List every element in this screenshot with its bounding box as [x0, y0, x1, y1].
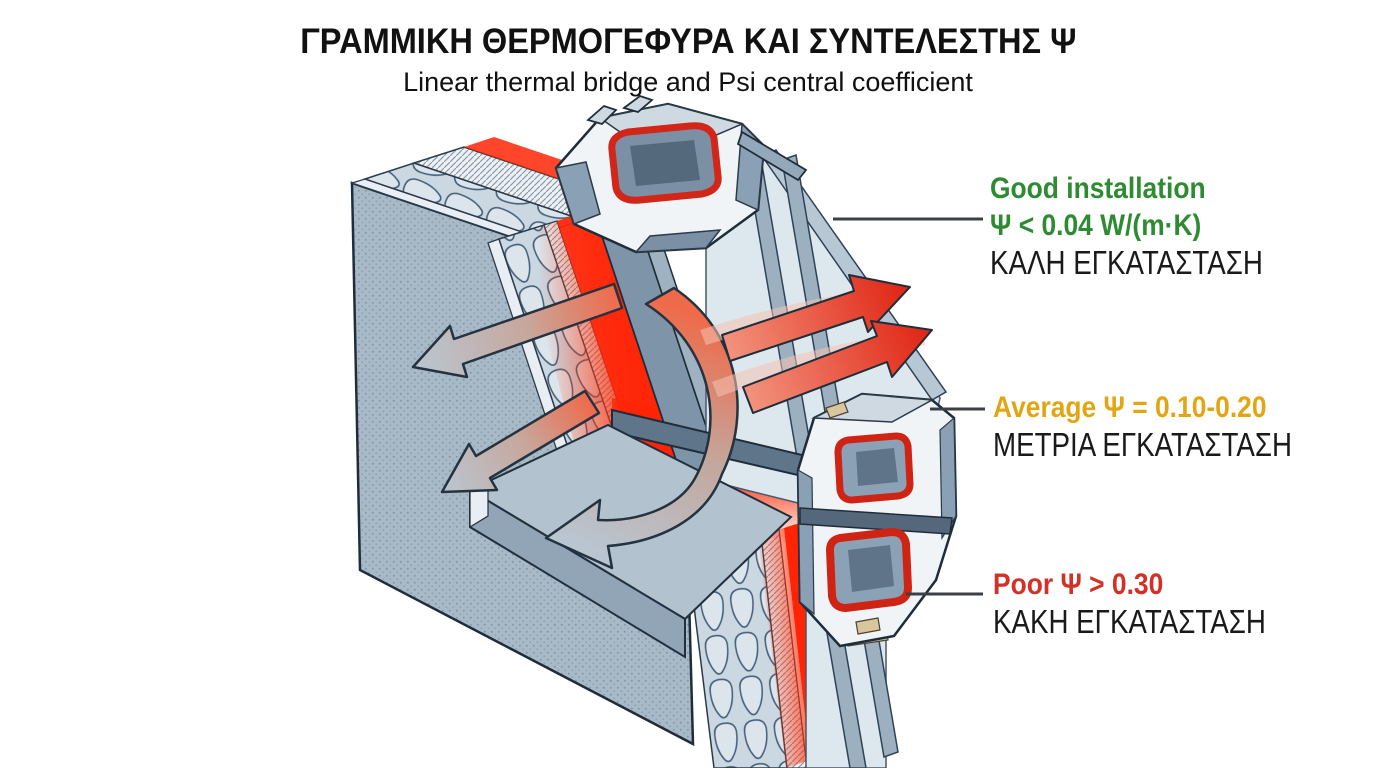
- poor-label-greek: ΚΑΚΗ ΕΓΚΑΤΑΣΤΑΣΗ: [993, 603, 1266, 640]
- page-subtitle: Linear thermal bridge and Psi central co…: [403, 67, 973, 97]
- window-head-profile: [554, 94, 808, 254]
- heat-loss-arrow-glazing-top-icon: [700, 274, 911, 362]
- good-label-title: Good installation: [990, 172, 1206, 205]
- heat-loss-arrow-glazing-bottom-icon: [712, 320, 933, 414]
- heat-flow-arrow-upper-icon: [411, 282, 624, 379]
- annotation-good: Good installation Ψ < 0.04 W/(m·K) ΚΑΛΗ …: [990, 170, 1315, 281]
- poor-psi-value: Poor Ψ > 0.30: [993, 568, 1164, 601]
- heat-flow-arrow-sill-icon: [440, 389, 601, 494]
- page-title: ΓΡΑΜΜΙΚΗ ΘΕΡΜΟΓΕΦΥΡΑ ΚΑΙ ΣΥΝΤΕΛΕΣΤΗΣ Ψ: [299, 22, 1077, 61]
- average-label-greek: ΜΕΤΡΙΑ ΕΓΚΑΤΑΣΤΑΣΗ: [993, 426, 1293, 463]
- average-psi-value: Average Ψ = 0.10-0.20: [993, 391, 1267, 424]
- window-sill-frame-profile: [796, 392, 958, 648]
- good-psi-value: Ψ < 0.04 W/(m·K): [990, 209, 1202, 242]
- annotation-average: Average Ψ = 0.10-0.20 ΜΕΤΡΙΑ ΕΓΚΑΤΑΣΤΑΣΗ: [993, 389, 1349, 463]
- header: ΓΡΑΜΜΙΚΗ ΘΕΡΜΟΓΕΦΥΡΑ ΚΑΙ ΣΥΝΤΕΛΕΣΤΗΣ Ψ L…: [0, 22, 1376, 98]
- annotation-poor: Poor Ψ > 0.30 ΚΑΚΗ ΕΓΚΑΤΑΣΤΑΣΗ: [993, 566, 1318, 640]
- heat-flow-arrow-curved-icon: [544, 286, 739, 570]
- good-label-greek: ΚΑΛΗ ΕΓΚΑΤΑΣΤΑΣΗ: [990, 244, 1263, 281]
